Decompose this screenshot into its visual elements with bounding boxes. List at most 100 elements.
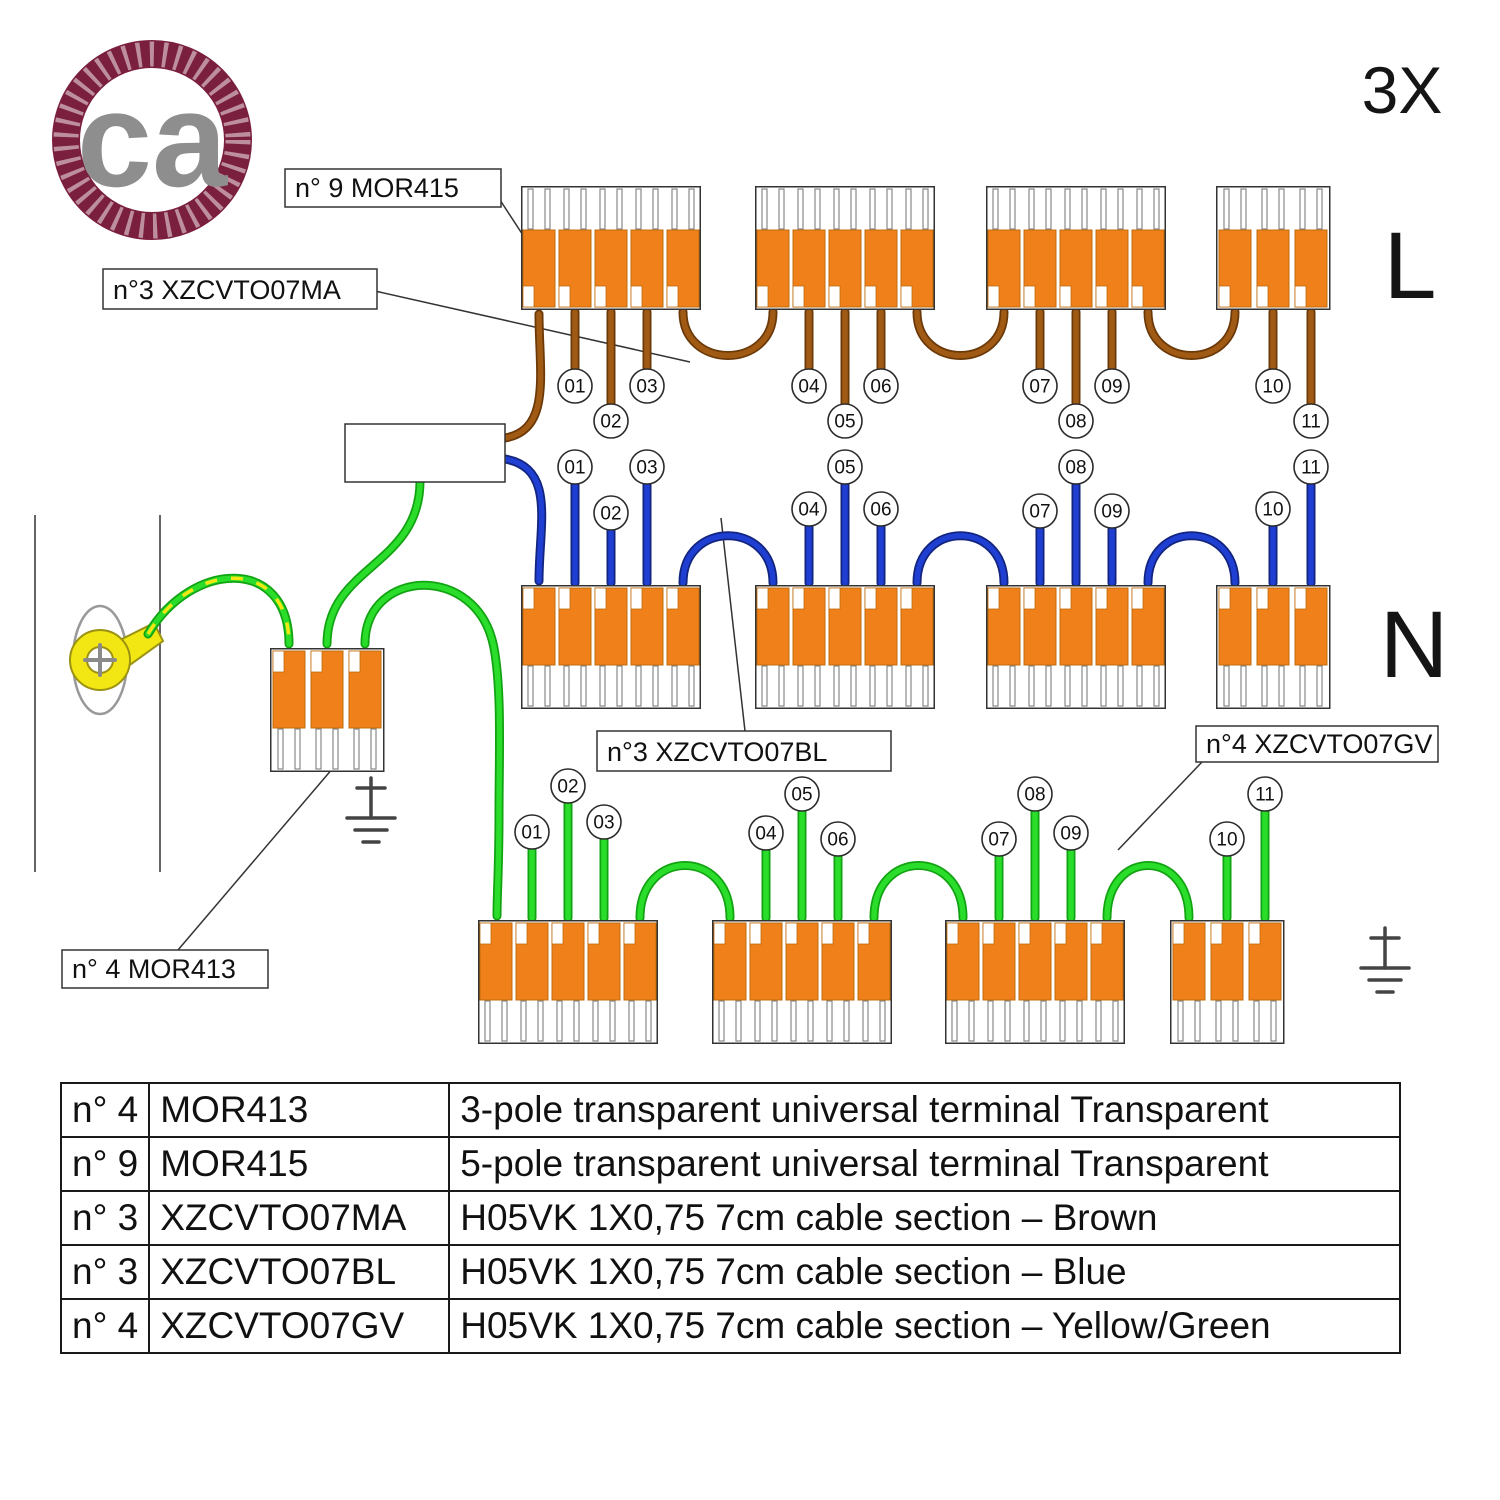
- drop-number-badge: 05: [827, 449, 863, 485]
- callout-box: [102, 268, 378, 310]
- callout-xzcvto07gv: n°4 XZCVTO07GV: [1195, 725, 1439, 763]
- multiplier-label: 3X: [1362, 53, 1443, 127]
- drop-number-badge: 06: [863, 368, 899, 404]
- drop-number-circle: [791, 491, 827, 527]
- callout-label: n°3 XZCVTO07MA: [113, 275, 341, 305]
- drop-number-badge: 02: [550, 768, 586, 804]
- drop-number-badge: 09: [1094, 493, 1130, 529]
- drop-number-circle: [593, 495, 629, 531]
- drop-number-circle: [629, 449, 665, 485]
- drop-number-circle: [629, 368, 665, 404]
- logo-ring-outer: [52, 40, 252, 240]
- drop-number-circle: [827, 449, 863, 485]
- drop-number-badge: 06: [863, 491, 899, 527]
- drop-number: 05: [834, 412, 855, 433]
- logo-ring-inner: [78, 66, 226, 214]
- callout-label: n°3 XZCVTO07BL: [607, 737, 827, 767]
- drop-number-badge: 08: [1058, 403, 1094, 439]
- terminal-block-5pole-earth: [479, 921, 658, 1044]
- drop-number: 09: [1060, 824, 1081, 845]
- drop-number: 03: [636, 377, 657, 398]
- drop-number-circle: [1094, 493, 1130, 529]
- logo-rope-twists: [53, 41, 251, 239]
- wire-outline: [1102, 861, 1194, 923]
- drop-number: 11: [1255, 785, 1275, 806]
- leader-gv: [1117, 761, 1203, 851]
- terminal-block-5pole-live: [987, 187, 1166, 310]
- logo-text: ca: [77, 64, 228, 215]
- table-row: n° 9 MOR415 5-pole transparent universal…: [59, 1136, 1401, 1192]
- drop-number: 06: [870, 377, 891, 398]
- drop-number-badge: 06: [820, 821, 856, 857]
- drop-number-circle: [557, 449, 593, 485]
- drop-number-badge: 07: [1022, 368, 1058, 404]
- leader-bl: [720, 517, 746, 732]
- callout-label: n° 9 MOR415: [295, 173, 459, 203]
- callout-box: [596, 730, 892, 772]
- wire-outline: [869, 861, 968, 923]
- drop-number-badge: 07: [1022, 493, 1058, 529]
- drop-number-badge: 01: [557, 368, 593, 404]
- drop-number-badge: 11: [1293, 449, 1329, 485]
- callout-xzcvto07ma: n°3 XZCVTO07MA: [102, 268, 378, 310]
- neutral-jumper-wire: [1145, 533, 1238, 586]
- drop-number: 03: [593, 813, 614, 834]
- drop-number-badge: 05: [784, 776, 820, 812]
- drop-number-badge: 09: [1094, 368, 1130, 404]
- earth-jumper-wire: [871, 862, 966, 921]
- drop-number-badge: 02: [593, 403, 629, 439]
- terminal-block-3pole-neutral: [1217, 586, 1330, 709]
- drop-number-badge: 03: [629, 368, 665, 404]
- drop-number: 10: [1216, 830, 1237, 851]
- drop-number: 10: [1262, 377, 1283, 398]
- earth-input-wire: [324, 478, 423, 647]
- drop-number: 07: [1029, 377, 1050, 398]
- drop-number: 05: [834, 458, 855, 479]
- drop-number: 04: [755, 824, 777, 845]
- callout-xzcvto07bl: n°3 XZCVTO07BL: [596, 730, 892, 772]
- wire-outline: [1143, 307, 1240, 360]
- drop-number-badge: 01: [557, 449, 593, 485]
- drop-number: 09: [1101, 502, 1122, 523]
- neutral-jumper-wire: [914, 533, 1007, 586]
- drop-number-circle: [1209, 821, 1245, 857]
- power-junction-box: [344, 423, 506, 483]
- drop-number-badge: 04: [791, 368, 827, 404]
- drop-number-circle: [557, 368, 593, 404]
- drop-number-badge: 11: [1293, 403, 1329, 439]
- drop-number-circle: [784, 776, 820, 812]
- drop-number-circle: [1094, 368, 1130, 404]
- terminal-block-5pole-neutral: [987, 586, 1166, 709]
- drop-number: 01: [521, 823, 542, 844]
- cell-quantity: n° 3: [59, 1190, 151, 1246]
- earth-symbol-icon: [1359, 926, 1411, 994]
- drop-number-badge: 07: [981, 821, 1017, 857]
- drop-number-badge: 04: [791, 491, 827, 527]
- drop-number-badge: 09: [1053, 815, 1089, 851]
- wire-outline: [678, 307, 778, 360]
- cell-sku: XZCVTO07BL: [148, 1244, 451, 1300]
- drop-number: 08: [1024, 785, 1045, 806]
- callout-box: [1195, 725, 1439, 763]
- callout-mor415: n° 9 MOR415: [284, 168, 502, 208]
- cell-quantity: n° 4: [59, 1082, 151, 1138]
- drop-number-badge: 03: [586, 804, 622, 840]
- neutral-jumper-wire: [680, 533, 776, 586]
- drop-number-circle: [1293, 449, 1329, 485]
- drop-number-badge: 10: [1255, 491, 1291, 527]
- cell-sku: XZCVTO07GV: [148, 1298, 451, 1354]
- drop-number-circle: [1017, 776, 1053, 812]
- wire-outline: [635, 861, 735, 923]
- drop-number-circle: [1053, 815, 1089, 851]
- parts-table: n° 4 MOR413 3-pole transparent universal…: [59, 1082, 1401, 1354]
- drop-number-badge: 10: [1255, 368, 1291, 404]
- drop-number-badge: 10: [1209, 821, 1245, 857]
- callout-label: n°4 XZCVTO07GV: [1206, 729, 1432, 759]
- drop-number-badge: 04: [748, 815, 784, 851]
- drop-number: 02: [600, 504, 621, 525]
- drop-number: 06: [870, 500, 891, 521]
- cell-desc: H05VK 1X0,75 7cm cable section – Blue: [448, 1244, 1401, 1300]
- drop-number: 02: [600, 412, 621, 433]
- drop-number-badge: 02: [593, 495, 629, 531]
